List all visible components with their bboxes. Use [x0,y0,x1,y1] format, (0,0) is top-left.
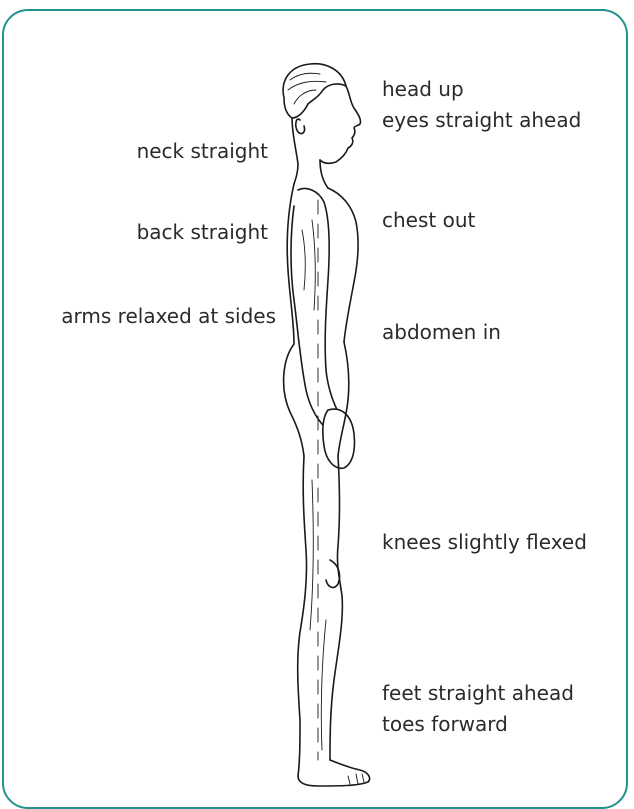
ear [296,119,305,134]
leg-back [298,456,307,776]
label-neck-straight: neck straight [0,136,268,166]
toes [348,774,364,784]
label-arms-relaxed-at-sides: arms relaxed at sides [0,301,276,331]
label-head-up: head up [382,74,464,104]
chest-outline [328,188,358,342]
arm-back [291,206,330,432]
face-profile [320,86,361,163]
hair [283,64,346,118]
label-abdomen-in: abdomen in [382,317,501,347]
label-toes-forward: toes forward [382,709,508,739]
label-eyes-straight-ahead: eyes straight ahead [382,105,581,135]
label-knees-slightly-flexed: knees slightly flexed [382,527,587,557]
arm-shading [302,220,315,310]
foot [298,760,370,786]
label-back-straight: back straight [0,217,268,247]
front-of-neck [320,160,328,188]
label-feet-straight-ahead: feet straight ahead [382,678,574,708]
standing-figure-icon [268,60,378,790]
back-of-neck [292,118,298,184]
label-chest-out: chest out [382,205,475,235]
leg-front [330,456,342,760]
